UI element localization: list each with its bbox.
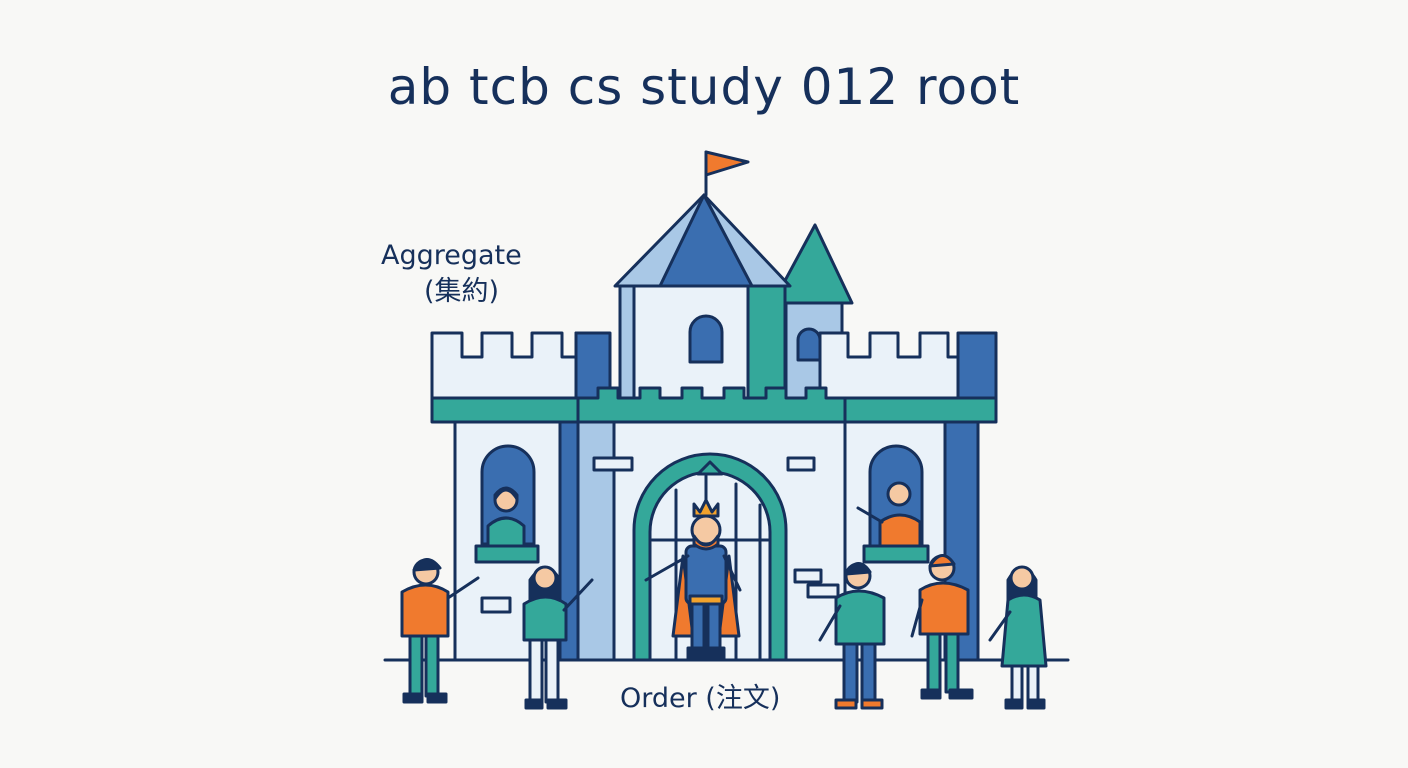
aggregate-label-en: Aggregate: [381, 240, 522, 271]
keep-tower: [613, 150, 792, 400]
king-figure: [644, 498, 742, 662]
person-1: [400, 558, 480, 704]
person-3: [818, 562, 886, 710]
person-4: [910, 554, 974, 700]
aggregate-label: Aggregate (集約): [381, 238, 522, 310]
person-2: [522, 565, 594, 710]
flag-icon: [704, 150, 750, 177]
window-person-left: [486, 486, 526, 548]
crown-icon: [692, 498, 720, 518]
page-title: ab tcb cs study 012 root: [387, 58, 1021, 116]
aggregate-label-ja: (集約): [424, 276, 500, 307]
person-5: [988, 565, 1048, 710]
order-label: Order (注文): [620, 683, 781, 714]
window-person-right: [856, 481, 922, 548]
